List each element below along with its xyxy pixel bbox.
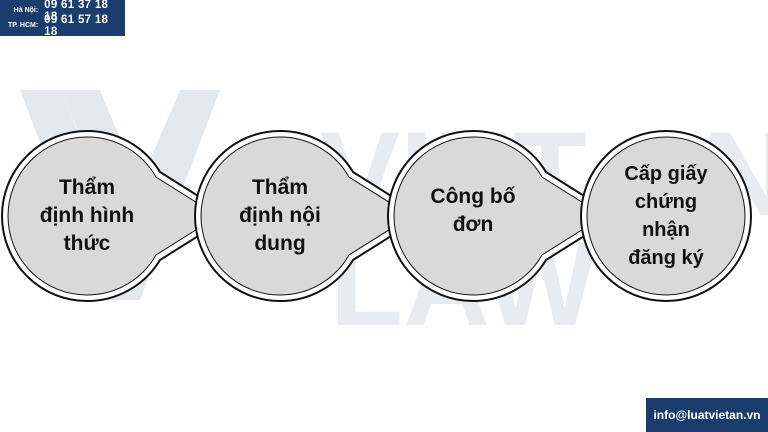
contact-phone-box: Hà Nội: 09 61 37 18 18 TP. HCM: 09 61 57…: [0, 0, 125, 38]
step-2-label: Thẩm định nội dung: [239, 176, 321, 255]
step-inner-shape: [393, 136, 605, 296]
step-1-label: Thẩm định hình thức: [39, 176, 135, 255]
contact-row-hcm: TP. HCM: 09 61 57 18 18: [4, 14, 121, 38]
step-4-label: Cấp giấy chứng nhận đăng ký: [624, 163, 708, 269]
contact-row-hanoi: Hà Nội: 09 61 37 18 18: [4, 0, 121, 23]
step-inner-shape: [7, 136, 219, 296]
contact-phone-number[interactable]: 09 61 57 18 18: [44, 13, 109, 38]
contact-phone-number[interactable]: 09 61 37 18 18: [44, 0, 109, 23]
process-step-2: [194, 129, 425, 303]
process-step-1: [1, 129, 232, 303]
contact-city-label: TP. HCM:: [7, 22, 39, 29]
process-step-3: [387, 129, 618, 303]
email-contact[interactable]: info@luatvietan.vn: [646, 398, 768, 432]
step-3-label: Công bố đơn: [430, 185, 516, 236]
step-inner-shape: [200, 136, 412, 296]
contact-city-label: Hà Nội:: [13, 7, 39, 14]
step-inner-shape: [586, 136, 746, 296]
process-step-4: [580, 130, 752, 302]
